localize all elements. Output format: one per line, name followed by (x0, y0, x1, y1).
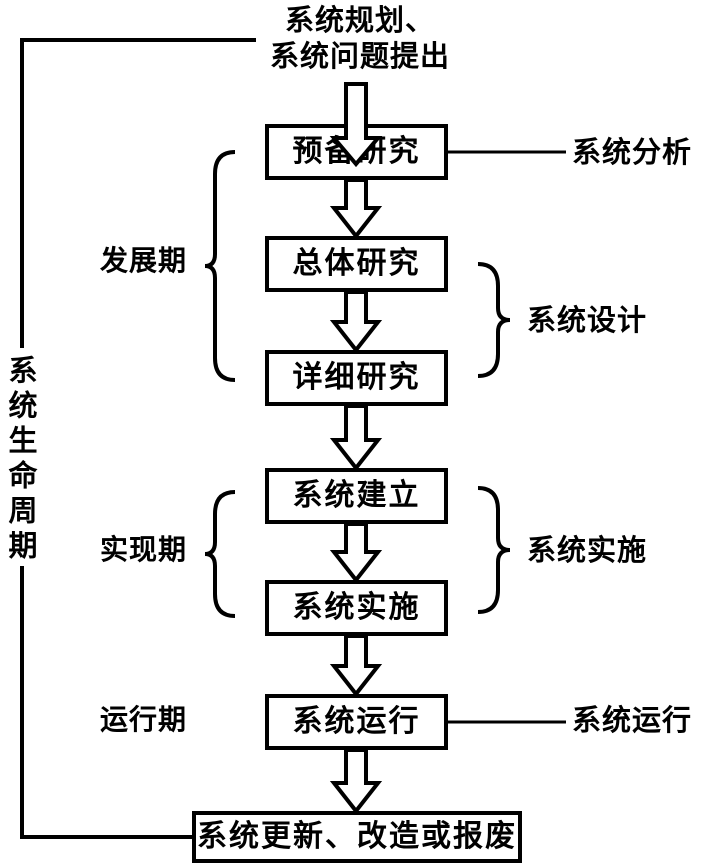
right-label-system-operation: 系统运行 (572, 703, 693, 737)
brace-system-design (477, 262, 511, 378)
arrow-overall-to-detail (329, 290, 383, 354)
node-system-build[interactable]: 系统建立 (265, 468, 448, 524)
arrow-build-to-implementation (329, 522, 383, 584)
arrow-operation-to-renewal (329, 748, 383, 815)
arrow-detail-to-build (329, 404, 383, 472)
right-label-system-implementation: 系统实施 (527, 533, 648, 567)
node-prep-research[interactable]: 预备研究 (265, 124, 448, 180)
lifecycle-label: 系统生命周期 (4, 355, 38, 565)
node-system-operation[interactable]: 系统运行 (265, 694, 448, 750)
right-label-system-analysis: 系统分析 (572, 135, 693, 169)
brace-system-implementation (477, 486, 511, 614)
node-overall-research[interactable]: 总体研究 (265, 236, 448, 292)
brace-realization-phase (204, 490, 236, 618)
arrow-implementation-to-operation (329, 634, 383, 698)
phase-label-realization: 实现期 (100, 533, 188, 566)
phase-label-development: 发展期 (100, 244, 188, 277)
node-system-renewal[interactable]: 系统更新、改造或报废 (192, 811, 522, 863)
phase-label-operation: 运行期 (100, 703, 188, 736)
node-detailed-research[interactable]: 详细研究 (265, 350, 448, 406)
brace-development-phase (204, 150, 236, 382)
diagram-title-line-2: 系统问题提出 (269, 39, 450, 74)
right-label-system-design: 系统设计 (527, 303, 648, 337)
node-system-implementation[interactable]: 系统实施 (265, 580, 448, 636)
diagram-title: 系统规划、 系统问题提出 (245, 2, 475, 75)
diagram-title-line-1: 系统规划、 (284, 3, 435, 37)
arrow-prep-to-overall (329, 178, 383, 240)
